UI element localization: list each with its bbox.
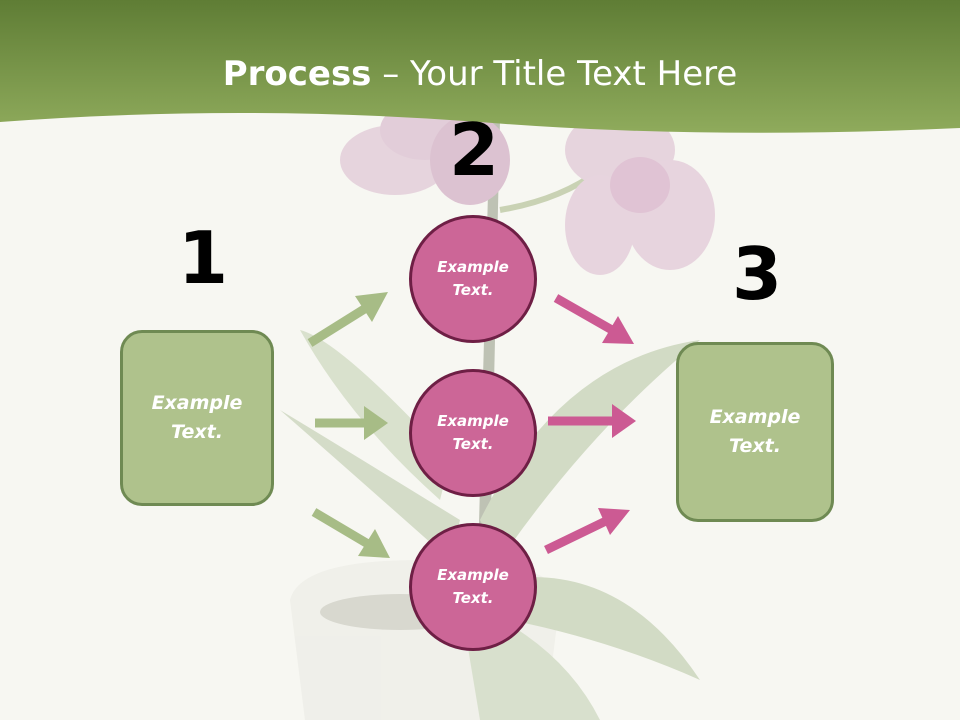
leaf-right bbox=[480, 340, 700, 560]
step-3-text: Example Text. bbox=[709, 406, 801, 457]
step-3-box: Example Text. bbox=[676, 342, 834, 522]
arrow-to-circle-bottom bbox=[311, 508, 390, 558]
slide-title: Process – Your Title Text Here bbox=[0, 52, 960, 96]
step-2-circle-middle: Example Text. bbox=[409, 369, 537, 497]
orchid-stem-branch bbox=[499, 167, 602, 213]
leaf-left bbox=[280, 410, 460, 560]
slide-title-bold: Process bbox=[222, 54, 372, 94]
leaf-lower-right bbox=[500, 577, 700, 680]
orchid-flower-right bbox=[565, 110, 715, 275]
header-band bbox=[0, 0, 960, 133]
arrow-from-circle-bottom bbox=[544, 508, 630, 555]
step-1-box: Example Text. bbox=[120, 330, 274, 506]
step-3-number: 3 bbox=[732, 232, 783, 316]
arrow-to-circle-middle bbox=[315, 406, 388, 440]
step-2-circle-bottom: Example Text. bbox=[409, 523, 537, 651]
step-2-text-middle: Example Text. bbox=[437, 412, 509, 453]
arrow-from-circle-middle bbox=[548, 404, 636, 438]
step-2-number: 2 bbox=[449, 108, 500, 192]
arrow-to-circle-top bbox=[307, 292, 388, 347]
step-2-circle-top: Example Text. bbox=[409, 215, 537, 343]
arrow-from-circle-top bbox=[553, 294, 634, 344]
arrows-pink bbox=[544, 294, 636, 555]
step-1-number: 1 bbox=[178, 216, 229, 300]
step-1-text: Example Text. bbox=[151, 392, 243, 443]
step-2-text-bottom: Example Text. bbox=[437, 566, 509, 607]
step-2-text-top: Example Text. bbox=[437, 258, 509, 299]
slide-title-rest: – Your Title Text Here bbox=[371, 54, 738, 94]
arrows-green bbox=[307, 292, 390, 558]
